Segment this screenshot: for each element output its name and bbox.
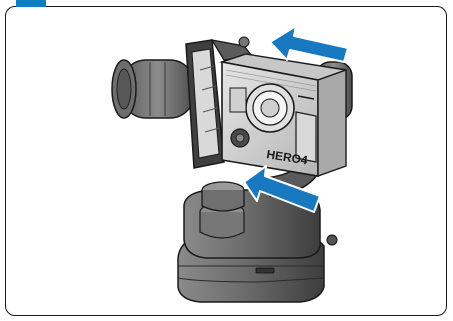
arrow-icon <box>270 26 348 62</box>
accent-tab <box>16 0 46 7</box>
roll-motor <box>112 60 194 118</box>
camera-icon: HERO4 <box>222 54 346 176</box>
